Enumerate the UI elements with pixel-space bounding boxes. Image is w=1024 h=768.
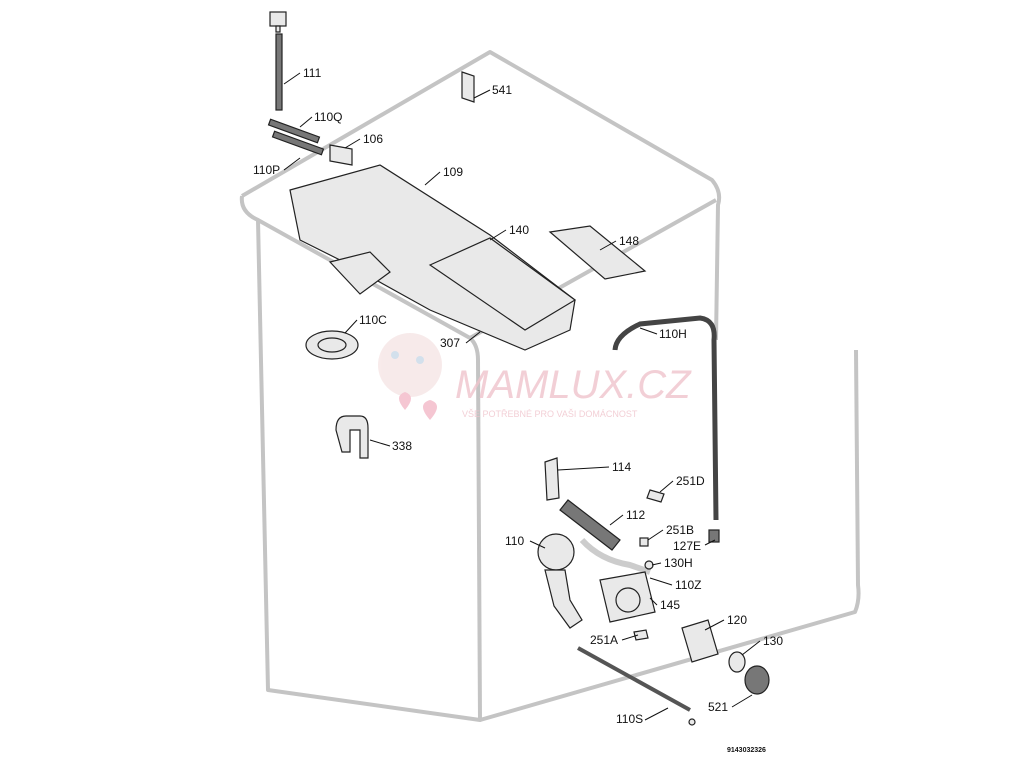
label-148: 148 [619, 234, 639, 248]
inlet-hose-nut [269, 11, 287, 27]
label-110C: 110C [359, 313, 387, 327]
drawing-number: 9143032326 [727, 747, 766, 754]
part-drawings [267, 11, 770, 726]
label-521: 521 [708, 700, 728, 714]
watermark-tagline: VŠE POTŘEBNÉ PRO VAŠI DOMÁCNOST [462, 409, 638, 419]
label-110P: 110P [253, 163, 280, 177]
label-110Q: 110Q [314, 110, 342, 124]
filter-120 [681, 619, 719, 663]
label-338: 338 [392, 439, 412, 453]
label-109: 109 [443, 165, 463, 179]
label-251B: 251B [666, 523, 694, 537]
drain-hose-112 [559, 499, 621, 551]
label-127E: 127E [673, 539, 701, 553]
part-114 [544, 457, 560, 501]
label-145: 145 [660, 598, 680, 612]
label-541: 541 [492, 83, 512, 97]
label-120: 120 [727, 613, 747, 627]
hose-clip-338 [335, 415, 369, 459]
pump-housing-110 [537, 533, 575, 571]
label-251A: 251A [590, 633, 618, 647]
watermark-brand: MAMLUX.CZ [455, 363, 692, 407]
label-106: 106 [363, 132, 383, 146]
inlet-hose [275, 33, 283, 111]
label-110: 110 [505, 534, 524, 548]
part-541-drawing [461, 71, 475, 103]
label-130: 130 [763, 634, 783, 648]
label-110S: 110S [616, 712, 643, 726]
label-112: 112 [626, 508, 645, 522]
label-307: 307 [440, 336, 460, 350]
label-251D: 251D [676, 474, 705, 488]
label-111: 111 [303, 66, 322, 80]
drawer-handle [548, 225, 647, 280]
label-110Z: 110Z [675, 578, 701, 592]
filter-cap-521 [744, 665, 770, 695]
label-130H: 130H [664, 556, 693, 570]
part-labels: 111 541 110Q 106 110P 109 140 148 110C 1… [253, 66, 783, 754]
watermark-logo: MAMLUX.CZ VŠE POTŘEBNÉ PRO VAŠI DOMÁCNOS… [378, 333, 692, 420]
leader-lines [283, 72, 761, 721]
label-140: 140 [509, 223, 529, 237]
label-114: 114 [612, 460, 631, 474]
label-110H: 110H [659, 327, 687, 341]
